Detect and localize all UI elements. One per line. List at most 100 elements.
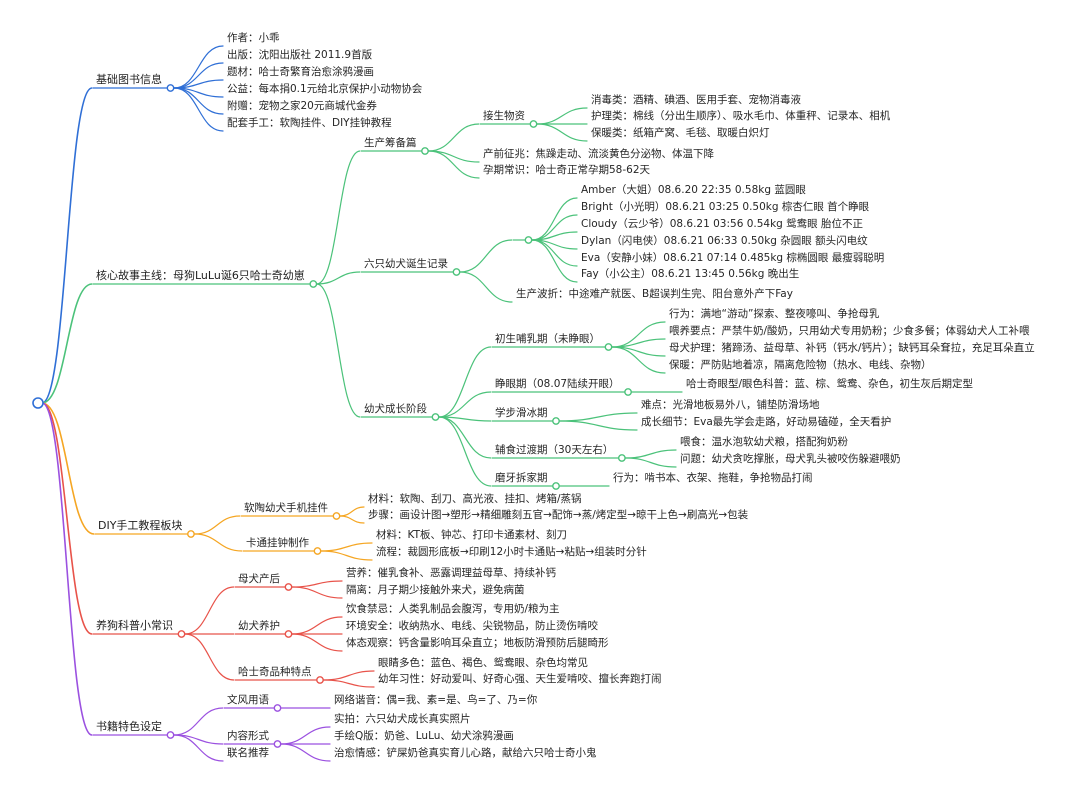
node-b5b: 内容形式 [227,730,269,742]
connector-b2c3b [558,420,638,431]
node-b2b: 六只幼犬诞生记录 [364,258,448,270]
node-b4b2: 环境安全：收纳热水、电线、尖锐物品，防止烫伤啃咬 [346,620,598,632]
connector-b4b3 [291,633,343,652]
connector-b3b2 [320,550,373,561]
connector-b2a1a [536,107,588,125]
node-b4b3: 体态观察：钙含量影响耳朵直立；地板防滑预防后腿畸形 [346,637,609,649]
collapse-toggle-b4c[interactable] [316,676,324,684]
collapse-toggle-b2a1[interactable] [529,120,538,128]
node-b5c: 联名推荐 [227,747,269,759]
node-b1c1: 作者：小乖 [227,32,280,44]
node-b2c2a: 哈士奇眼型/眼色科普：蓝、棕、鸳鸯、杂色，初生灰后期定型 [686,378,974,390]
connector-b2a1 [427,123,480,152]
node-b2a1c: 保暖类：纸箱产窝、毛毯、取暖白炽灯 [591,127,770,139]
connector-b5b3 [280,743,331,762]
connector-b5a [173,707,224,736]
connector-b1c1 [173,45,224,89]
node-b2a1b: 护理类：棉线（分出生顺序）、吸水毛巾、体重秤、记录本、相机 [591,110,891,122]
node-b2c4: 辅食过渡期（30天左右） [495,444,614,456]
collapse-toggle-b2c5[interactable] [552,482,560,490]
collapse-toggle-b5[interactable] [166,731,175,739]
collapse-toggle-b2c4[interactable] [617,454,626,462]
node-b2c1d: 保暖：严防贴地着凉，隔离危险物（热水、电线、杂物） [669,359,932,371]
node-b1c3: 题材：哈士奇繁育治愈涂鸦漫画 [227,66,374,78]
connector-b2b1f [531,239,578,283]
node-b5b1: 实拍：六只幼犬成长真实照片 [334,713,471,725]
node-b3b: 卡通挂钟制作 [246,537,309,549]
connector-b2b1 [459,239,513,273]
node-b3a1: 材料：软陶、刮刀、高光液、挂扣、烤箱/蒸锅 [368,493,582,505]
connector-b3b1 [320,542,373,552]
collapse-toggle-b2c2[interactable] [624,388,632,396]
collapse-toggle-b2b[interactable] [452,268,461,276]
connector-b3a2 [339,515,365,524]
node-b4c: 哈士奇品种特点 [238,666,312,678]
connector-b2c2 [438,391,492,418]
connector-b2c3a [558,412,638,422]
connector-b5b1 [280,726,331,745]
connector-b2a2 [427,150,480,163]
node-b4a: 母犬产后 [238,573,280,585]
node-b2b1e: Eva（安静小妹）08.6.21 07:14 0.485kg 棕椭圆眼 最瘦弱聪… [581,252,885,264]
node-b1c6: 配套手工：软陶挂件、DIY挂钟教程 [227,117,392,129]
collapse-toggle-b4a[interactable] [284,583,293,591]
collapse-toggle-b2[interactable] [309,280,318,288]
node-b2c4b: 问题：幼犬贪吃撑胀，母犬乳头被咬伤躲避喂奶 [680,453,901,465]
node-b2c3b: 成长细节：Eva最先学会走路，好动易磕碰，全天看护 [641,416,892,428]
collapse-toggle-b3b[interactable] [313,547,322,555]
collapse-toggle-b3[interactable] [187,530,195,538]
collapse-toggle-b3a[interactable] [332,512,341,520]
node-b2b1b: Bright（小光明）08.6.21 03:25 0.50kg 棕杏仁眼 首个睁… [581,201,870,213]
collapse-toggle-b2c[interactable] [431,413,440,421]
node-b4c2: 幼年习性：好动爱叫、好奇心强、天生爱啃咬、擅长奔跑打闹 [378,673,662,685]
connector-b2b1a [531,197,578,241]
node-b2a1: 接生物资 [483,110,525,122]
connector-b2c4a [624,449,677,459]
node-b1: 基础图书信息 [96,73,162,86]
node-b2c1c: 母犬护理：猪蹄汤、益母草、补钙（钙水/钙片）；缺钙耳朵耷拉，充足耳朵直立 [669,342,1035,354]
node-b1c4: 公益：每本捐0.1元给北京保护小动物协会 [227,83,423,95]
collapse-toggle-b2c1[interactable] [604,343,613,351]
connector-b2c3 [438,416,492,422]
collapse-toggle-b2c3[interactable] [552,417,560,425]
collapse-toggle-b2a[interactable] [421,147,429,155]
node-b3a2: 步骤：画设计图→塑形→精细雕刻五官→配饰→蒸/烤定型→晾干上色→刷高光→包装 [368,509,749,521]
node-b2c2: 睁眼期（08.07陆续开眼） [495,378,620,390]
collapse-toggle-b4b[interactable] [284,630,293,638]
connector-b4c2 [322,679,375,688]
node-b5b2: 手绘Q版：奶爸、LuLu、幼犬涂鸦漫画 [334,730,514,742]
collapse-toggle-b5b[interactable] [273,740,282,748]
node-b2c4a: 喂食：温水泡软幼犬粮，搭配狗奶粉 [680,436,848,448]
collapse-toggle-b1[interactable] [166,84,175,92]
connector-b5 [41,402,93,736]
root-node[interactable] [32,397,44,409]
connector-b2c5 [438,416,492,487]
node-b5a: 文风用语 [227,694,269,706]
node-b2a3: 孕期常识：哈士奇正常孕期58-62天 [483,164,651,176]
node-b4a1: 营养：催乳食补、恶露调理益母草、持续补钙 [346,567,556,579]
node-b2a2: 产前征兆：焦躁走动、流淡黄色分泌物、体温下降 [483,148,714,160]
node-b2b1a: Amber（大姐）08.6.20 22:35 0.58kg 蓝圆眼 [581,184,806,196]
connector-b2a3 [427,150,480,179]
connector-b3a [193,515,241,535]
connector-b2c4 [438,416,492,459]
node-b5: 书籍特色设定 [96,720,162,733]
node-b2a1a: 消毒类：酒精、碘酒、医用手套、宠物消毒液 [591,94,801,106]
connector-b2a [316,150,361,285]
node-b2c5: 磨牙拆家期 [495,472,548,484]
node-b1c2: 出版：沈阳出版社 2011.9首版 [227,49,373,61]
collapse-toggle-b4[interactable] [177,630,186,638]
node-b2c5a: 行为：啃书本、衣架、拖鞋，争抢物品打闹 [613,472,813,484]
collapse-toggle-b2b1[interactable] [524,236,533,244]
connector-b4a [184,586,235,635]
connector-b1c6 [173,87,224,132]
connector-b3b [193,533,243,552]
connector-b2c [316,283,361,418]
connector-b3 [41,402,95,535]
node-b2b2: 生产波折：中途难产就医、B超误判生完、阳台意外产下Fay [516,288,793,300]
connector-b4b1 [291,616,343,635]
collapse-toggle-b5a[interactable] [273,704,282,712]
node-b4a2: 隔离：月子期少接触外来犬，避免病菌 [346,584,525,596]
